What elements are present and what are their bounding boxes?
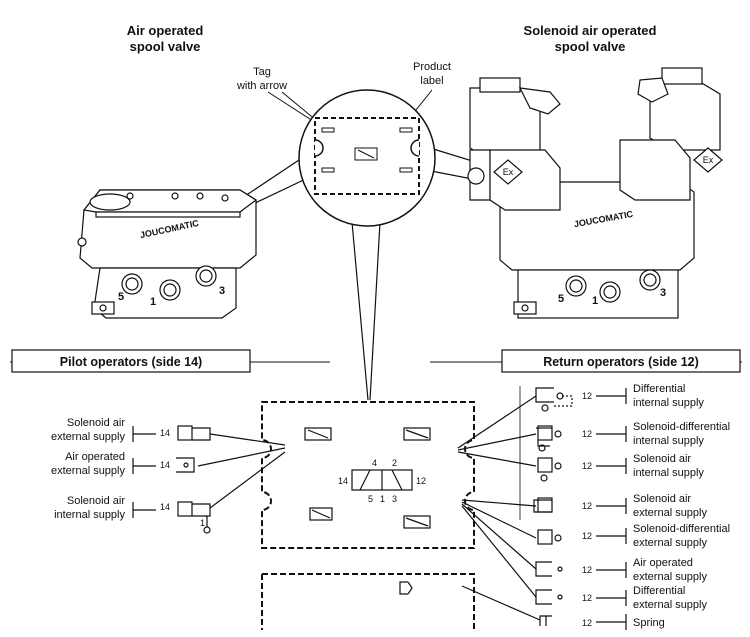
schematic-port-4: 4: [372, 458, 377, 468]
solenoid-valve-title-line1: Solenoid air operated: [524, 23, 657, 38]
solenoid-valve-port-5: 5: [558, 293, 564, 305]
schematic-side-right: 12: [416, 476, 426, 486]
pilot-item-1-line1: Solenoid air: [67, 417, 125, 429]
return-item-7-line2: external supply: [633, 599, 707, 611]
ex-mark-right: Ex: [703, 155, 714, 165]
return-item-3-line1: Solenoid air: [633, 453, 691, 465]
solenoid-valve-drawing: [467, 67, 721, 319]
air-valve-title-line2: spool valve: [130, 39, 201, 54]
pilot-item-3-line2: internal supply: [54, 509, 125, 521]
tag-callout-line2: with arrow: [236, 80, 287, 92]
return-item-2-line2: internal supply: [633, 435, 704, 447]
return-item-6-code: 12: [582, 565, 592, 575]
tag-callout-line1: Tag: [253, 66, 271, 78]
return-item-1-code: 12: [582, 391, 592, 401]
pilot-item-2-line1: Air operated: [65, 451, 125, 463]
return-symbols: [457, 386, 627, 630]
return-item-8-code: 12: [582, 618, 592, 628]
return-item-7-code: 12: [582, 593, 592, 603]
air-valve-port-5: 5: [118, 291, 124, 303]
return-item-8-line1: Spring: [633, 617, 665, 629]
pilot-symbols: [132, 425, 286, 534]
return-item-5-line2: external supply: [633, 537, 707, 549]
return-operators-title: Return operators (side 12): [543, 355, 699, 369]
return-item-4-code: 12: [582, 501, 592, 511]
schematic-port-1: 1: [380, 494, 385, 504]
return-item-1-line1: Differential: [633, 383, 685, 395]
return-item-4-line1: Solenoid air: [633, 493, 691, 505]
return-item-5-code: 12: [582, 531, 592, 541]
air-valve-port-3: 3: [219, 285, 225, 297]
return-item-3-line2: internal supply: [633, 467, 704, 479]
pilot-item-3-line1: Solenoid air: [67, 495, 125, 507]
return-items: Differential internal supply Solenoid-di…: [582, 383, 730, 629]
product-label-callout-line2: label: [420, 75, 443, 87]
ex-mark-left: Ex: [503, 167, 514, 177]
magnifier-callout: [229, 89, 561, 401]
pilot-item-3-sub: 1: [200, 518, 205, 528]
schematic-side-left: 14: [338, 476, 348, 486]
return-item-6-line1: Air operated: [633, 557, 693, 569]
return-item-2-code: 12: [582, 429, 592, 439]
pilot-operators-title: Pilot operators (side 14): [60, 355, 202, 369]
pilot-item-2-line2: external supply: [51, 465, 125, 477]
return-item-7-line1: Differential: [633, 585, 685, 597]
air-operated-valve-drawing: [77, 189, 258, 319]
pilot-item-1-code: 14: [160, 428, 170, 438]
return-item-1-line2: internal supply: [633, 397, 704, 409]
pilot-item-3-code: 14: [160, 502, 170, 512]
return-item-6-line2: external supply: [633, 571, 707, 583]
schematic-port-3: 3: [392, 494, 397, 504]
return-operators-box: Return operators (side 12): [430, 349, 742, 373]
pilot-items: Solenoid air external supply Air operate…: [51, 417, 205, 528]
air-valve-title-line1: Air operated: [127, 23, 204, 38]
schematic-port-2: 2: [392, 458, 397, 468]
product-label-callout-line1: Product: [413, 61, 451, 73]
return-item-3-code: 12: [582, 461, 592, 471]
return-item-5-line1: Solenoid-differential: [633, 523, 730, 535]
valve-top-view-schematic: [261, 401, 475, 630]
solenoid-valve-title-line2: spool valve: [555, 39, 626, 54]
schematic-symbols: [304, 427, 431, 595]
solenoid-valve-port-3: 3: [660, 287, 666, 299]
schematic-port-5: 5: [368, 494, 373, 504]
solenoid-valve-port-1: 1: [592, 295, 598, 307]
return-item-4-line2: external supply: [633, 507, 707, 519]
pilot-operators-box: Pilot operators (side 14): [10, 349, 330, 373]
return-item-2-line1: Solenoid-differential: [633, 421, 730, 433]
ex-marks: Ex Ex: [493, 147, 723, 185]
pilot-item-2-code: 14: [160, 460, 170, 470]
air-valve-port-1: 1: [150, 296, 156, 308]
pilot-item-1-line2: external supply: [51, 431, 125, 443]
